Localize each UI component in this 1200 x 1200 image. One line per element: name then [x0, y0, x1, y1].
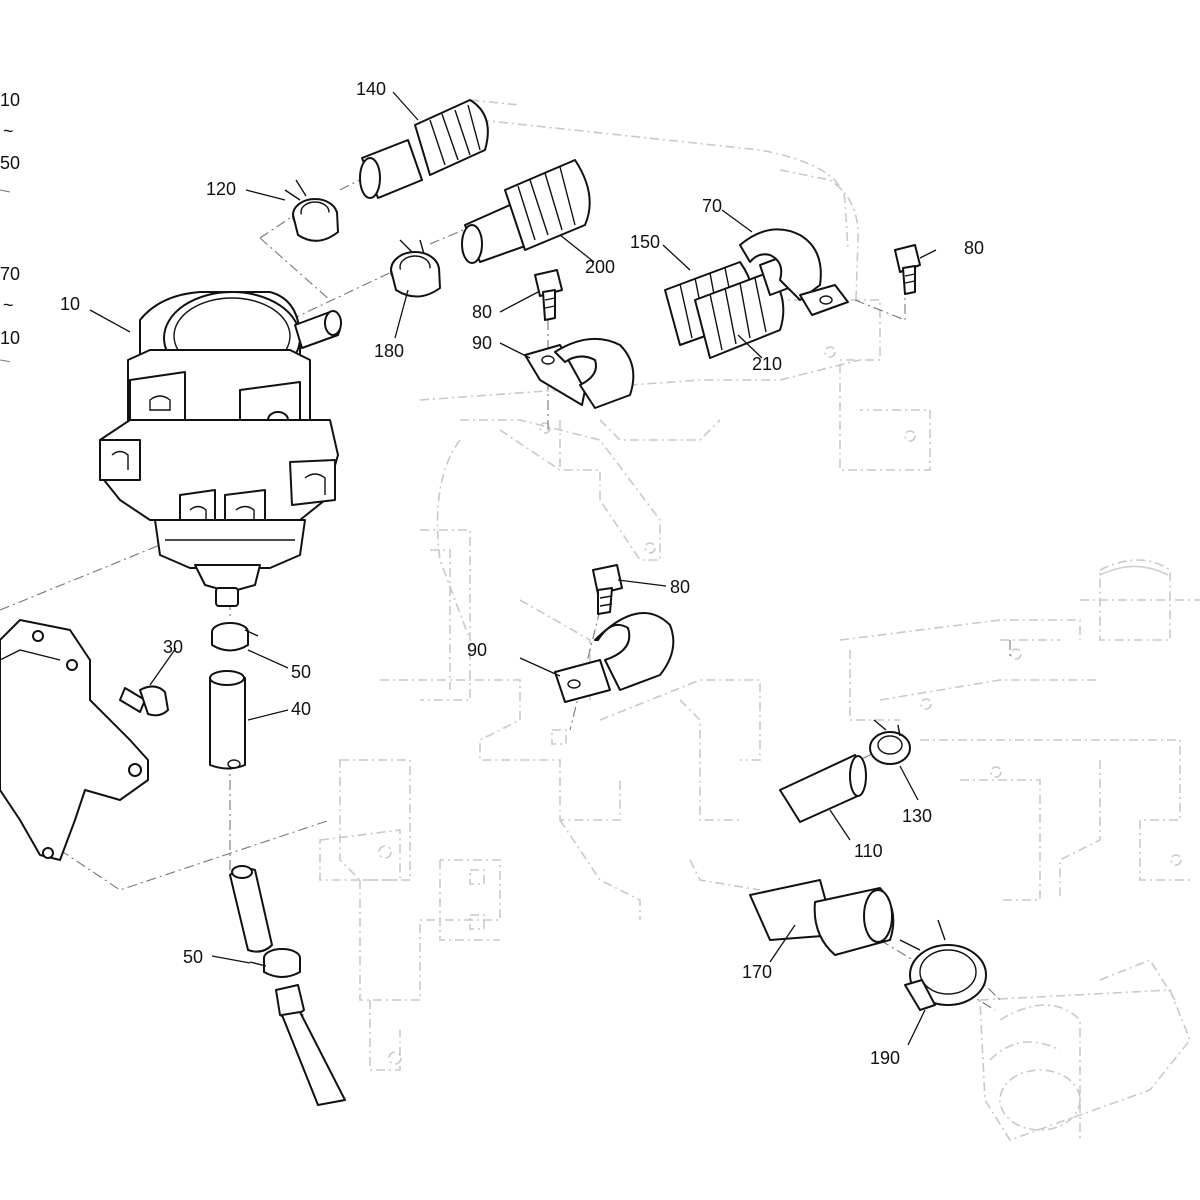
clamp-part-180[interactable]: [390, 239, 441, 298]
callout-110[interactable]: 110: [854, 841, 883, 861]
callout-labels: 10 ~ 50 70 ~ 10 10 140 120 200 180 70 80…: [0, 79, 984, 1068]
callout-180[interactable]: 180: [374, 341, 404, 361]
clamp-part-190[interactable]: [899, 919, 987, 1011]
callout-120[interactable]: 120: [206, 179, 236, 199]
callout-70[interactable]: 70: [702, 196, 722, 216]
callout-10-mid: 10: [0, 328, 20, 348]
callout-210[interactable]: 210: [752, 354, 782, 374]
callout-190[interactable]: 190: [870, 1048, 900, 1068]
clamp-part-120[interactable]: [284, 179, 339, 242]
clip-part-90-upper[interactable]: [524, 337, 635, 409]
bolt-part-80-low[interactable]: [592, 564, 623, 615]
callout-130[interactable]: 130: [902, 806, 932, 826]
callout-150[interactable]: 150: [630, 232, 660, 252]
callout-10[interactable]: 10: [60, 294, 80, 314]
valve-body-part-10[interactable]: [99, 291, 342, 607]
hose-part-170[interactable]: [749, 879, 895, 956]
callout-90-top[interactable]: 90: [472, 333, 492, 353]
callout-50-top: 50: [0, 153, 20, 173]
callout-200[interactable]: 200: [585, 257, 615, 277]
bolt-part-80-right[interactable]: [894, 244, 921, 295]
callout-80-right[interactable]: 80: [964, 238, 984, 258]
mounting-bracket[interactable]: [0, 619, 149, 861]
bolt-part-80-mid[interactable]: [534, 269, 563, 321]
callout-90-low[interactable]: 90: [467, 640, 487, 660]
clamp-part-130[interactable]: [869, 719, 911, 765]
hose-part-110[interactable]: [779, 754, 867, 823]
clip-part-90-lower[interactable]: [554, 612, 675, 703]
callout-tilde-1: ~: [3, 121, 14, 141]
callout-140[interactable]: 140: [356, 79, 386, 99]
hose-part-40[interactable]: [209, 670, 246, 770]
clamp-bracket-part-70[interactable]: [739, 228, 849, 316]
ghost-frame: [319, 99, 1200, 1141]
callout-70-left: 70: [0, 264, 20, 284]
callout-80-low[interactable]: 80: [670, 577, 690, 597]
clamp-part-50-upper[interactable]: [211, 622, 259, 652]
lower-hose-pipe[interactable]: [229, 865, 346, 1106]
callout-80-mid[interactable]: 80: [472, 302, 492, 322]
callout-10-top: 10: [0, 90, 20, 110]
clamp-part-50-lower[interactable]: [249, 948, 301, 978]
callout-170[interactable]: 170: [742, 962, 772, 982]
callout-50-low[interactable]: 50: [183, 947, 203, 967]
hose-part-140[interactable]: [359, 99, 489, 199]
callout-50-mid[interactable]: 50: [291, 662, 311, 682]
leader-lines: [89, 91, 937, 1046]
hose-part-200[interactable]: [461, 159, 591, 264]
bolt-part-30[interactable]: [119, 685, 169, 717]
callout-30[interactable]: 30: [163, 637, 183, 657]
callout-tilde-2: ~: [3, 295, 14, 315]
callout-40[interactable]: 40: [291, 699, 311, 719]
